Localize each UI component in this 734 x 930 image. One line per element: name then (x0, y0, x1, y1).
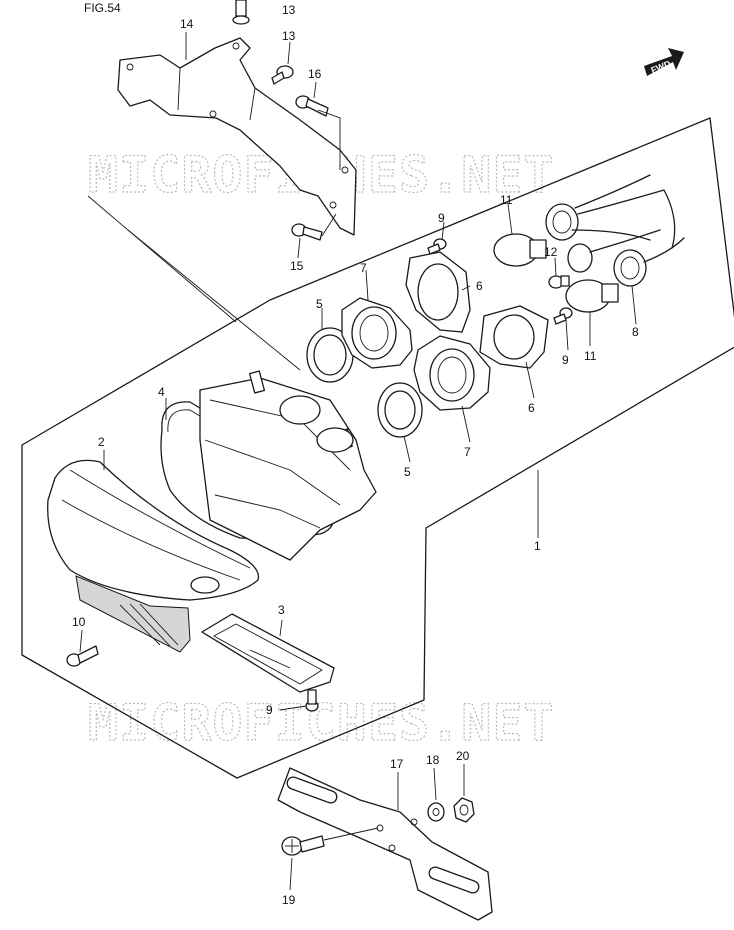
callout-19: 19 (282, 893, 296, 907)
bulb-part-11-upper (493, 233, 547, 267)
callout-14: 14 (180, 17, 194, 31)
bulb-part-12 (548, 275, 570, 289)
screw-part-9-right (553, 307, 573, 325)
screw16-guide (317, 109, 341, 170)
callout-17: 17 (390, 757, 404, 771)
callout-20: 20 (456, 749, 470, 763)
fwd-arrow-icon: FWD (644, 48, 684, 76)
screw-part-15 (291, 223, 323, 241)
callout-11-top: 11 (500, 193, 513, 207)
callout-10: 10 (72, 615, 86, 629)
bracket-guide-line (87, 195, 237, 323)
callout-13-top: 13 (282, 3, 296, 17)
bracket-guide-line-2 (127, 229, 301, 371)
screw-part-16 (295, 95, 329, 117)
plate-part-3 (201, 613, 335, 693)
callout-8: 8 (632, 325, 639, 339)
callout-16: 16 (308, 67, 322, 81)
callout-9-top: 9 (438, 211, 445, 225)
callout-12: 12 (544, 245, 558, 259)
gasket-ring-part-6-upper (405, 251, 471, 333)
bulb-part-11-lower (565, 279, 619, 313)
screw-part-13 (271, 65, 294, 85)
screw15-guide (321, 213, 337, 237)
screw-part-19 (281, 827, 379, 856)
license-bracket-part-17 (277, 767, 493, 921)
socket-holder-part-7-upper (341, 297, 413, 369)
callout-labels: 13 14 13 16 15 9 11 7 6 12 5 8 9 11 4 6 … (72, 3, 639, 907)
top-bolt-icon (232, 0, 250, 25)
callout-6-bottom: 6 (528, 401, 535, 415)
callout-7-bottom: 7 (464, 445, 471, 459)
lamp-housing (199, 370, 377, 561)
socket-holder-part-7-lower (413, 335, 491, 411)
assembly-outline (21, 117, 734, 779)
screw-part-9-top (427, 238, 447, 255)
callout-4: 4 (158, 385, 165, 399)
callout-2: 2 (98, 435, 105, 449)
screw-part-9-bottom (305, 689, 319, 712)
callout-5-bottom: 5 (404, 465, 411, 479)
callout-13: 13 (282, 29, 296, 43)
callout-11-bottom: 11 (584, 349, 597, 363)
socket-ring-part-5-lower (377, 382, 423, 438)
callout-6-top: 6 (476, 279, 483, 293)
leader-lines (79, 32, 637, 891)
nut-part-20 (453, 797, 475, 823)
callout-7-top: 7 (360, 261, 367, 275)
callout-1: 1 (534, 539, 541, 553)
harness-part-8 (545, 174, 685, 287)
bracket-part-14 (117, 37, 357, 236)
screw-part-10 (66, 645, 99, 667)
fwd-label: FWD (649, 58, 672, 75)
callout-9-bottom: 9 (266, 703, 273, 717)
washer-part-18 (427, 802, 445, 822)
callout-9-right: 9 (562, 353, 569, 367)
callout-5-top: 5 (316, 297, 323, 311)
gasket-ring-part-6-lower (479, 305, 549, 369)
figure-header: FIG.54 (84, 1, 121, 15)
callout-3: 3 (278, 603, 285, 617)
lens-part-2 (47, 459, 260, 653)
callout-18: 18 (426, 753, 440, 767)
socket-ring-part-5-upper (306, 327, 354, 383)
callout-15: 15 (290, 259, 304, 273)
